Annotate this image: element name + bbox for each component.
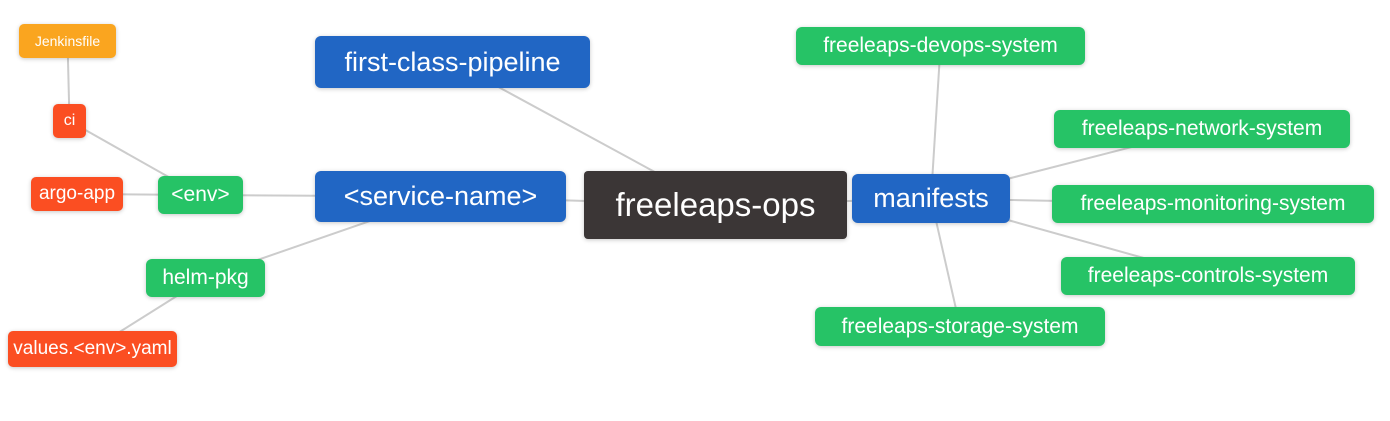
node-manifests[interactable]: manifests <box>852 174 1010 223</box>
node-jenkinsfile[interactable]: Jenkinsfile <box>19 24 116 58</box>
node-env[interactable]: <env> <box>158 176 243 214</box>
node-service-name[interactable]: <service-name> <box>315 171 566 222</box>
node-freeleaps-monitoring-system[interactable]: freeleaps-monitoring-system <box>1052 185 1374 223</box>
node-first-class-pipeline[interactable]: first-class-pipeline <box>315 36 590 88</box>
node-freeleaps-storage-system[interactable]: freeleaps-storage-system <box>815 307 1105 346</box>
node-freeleaps-controls-system[interactable]: freeleaps-controls-system <box>1061 257 1355 295</box>
node-freeleaps-network-system[interactable]: freeleaps-network-system <box>1054 110 1350 148</box>
node-helm-pkg[interactable]: helm-pkg <box>146 259 265 297</box>
node-freeleaps-ops-root[interactable]: freeleaps-ops <box>584 171 847 239</box>
node-ci[interactable]: ci <box>53 104 86 138</box>
node-argo-app[interactable]: argo-app <box>31 177 123 211</box>
node-freeleaps-devops-system[interactable]: freeleaps-devops-system <box>796 27 1085 65</box>
node-values-env-yaml[interactable]: values.<env>.yaml <box>8 331 177 367</box>
